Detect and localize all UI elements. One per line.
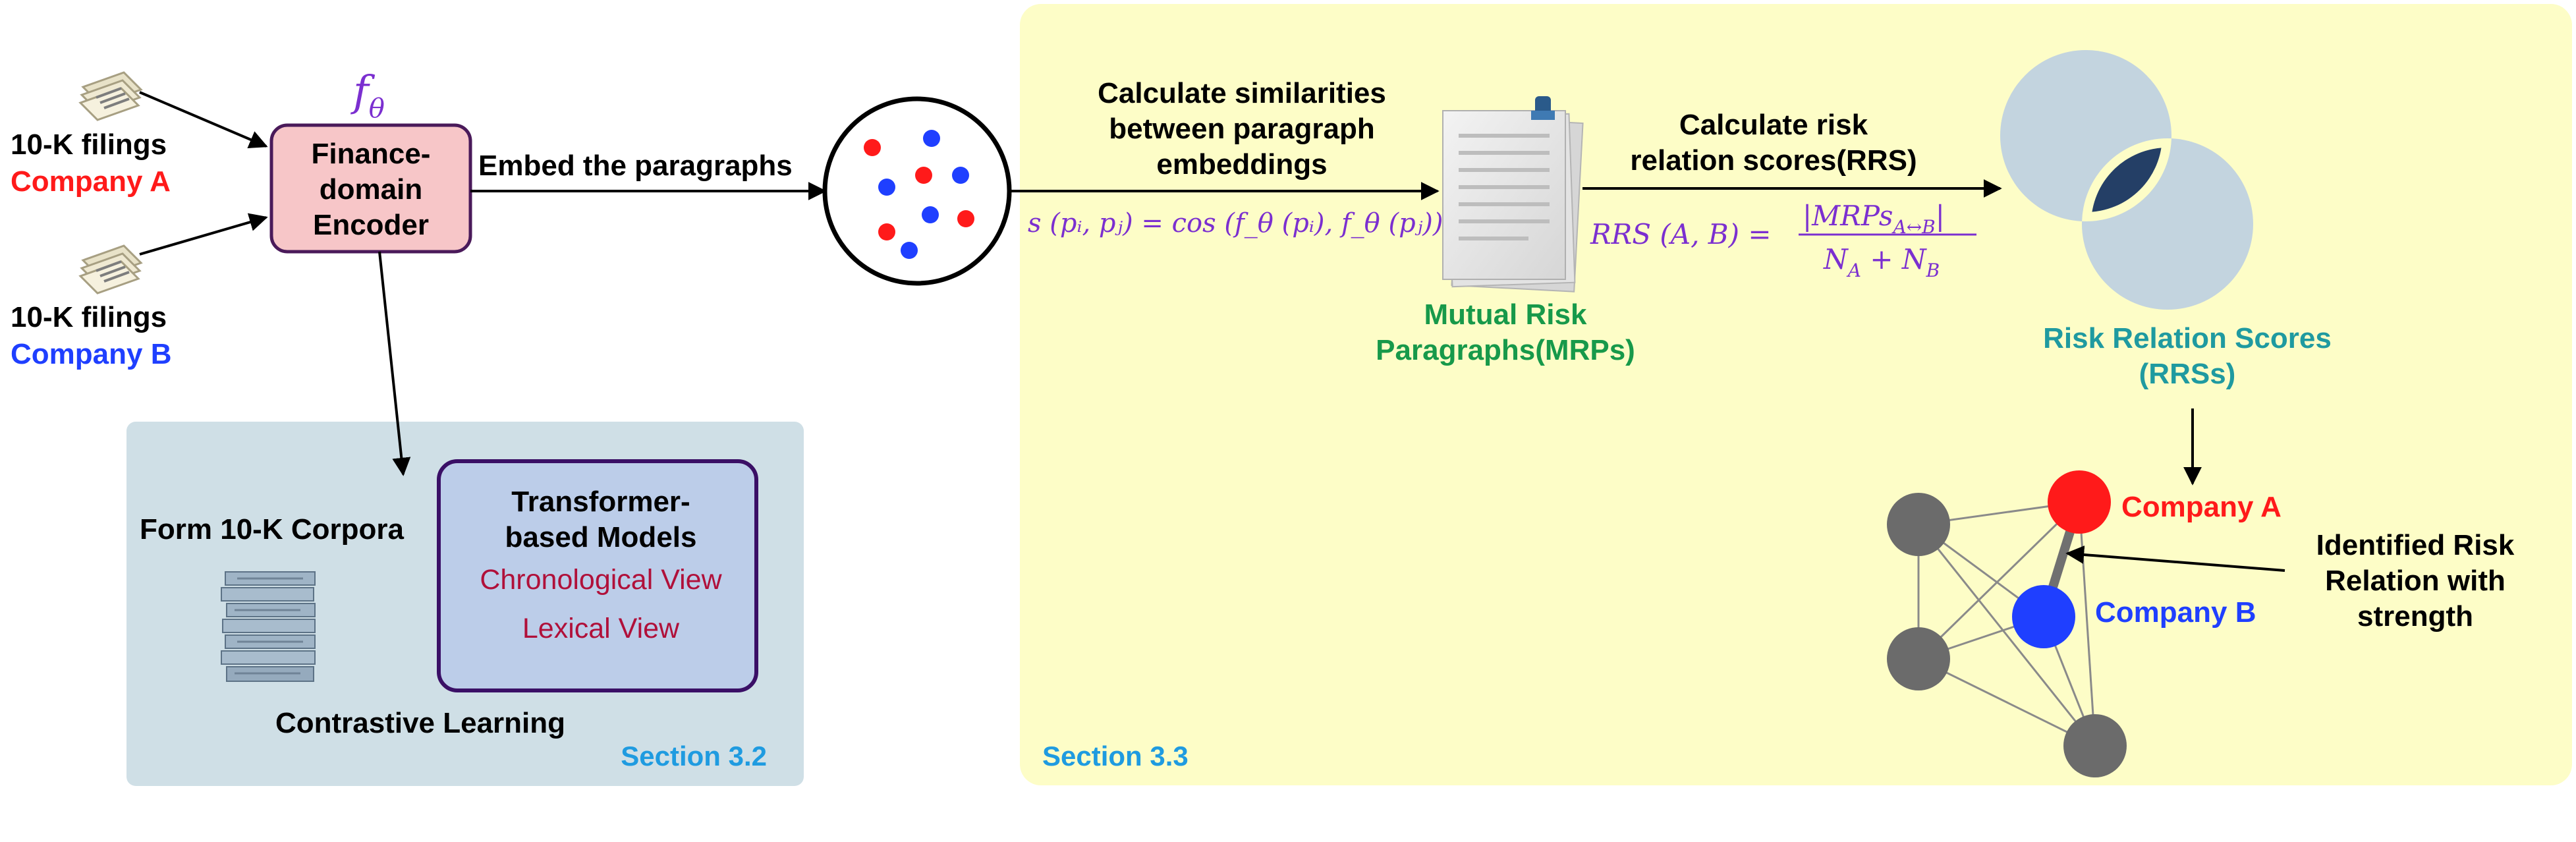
company-b-node	[2012, 585, 2075, 648]
chronological-view-label: Chronological View	[480, 564, 722, 596]
contrastive-learning-label: Contrastive Learning	[275, 707, 565, 739]
rrs-label-line-1: Risk Relation Scores	[2043, 322, 2332, 354]
lexical-view-label: Lexical View	[522, 613, 680, 644]
mrp-label-line-2: Paragraphs(MRPs)	[1376, 334, 1635, 366]
embedding-point-blue	[922, 206, 939, 223]
embedding-point-blue	[878, 179, 895, 196]
mrp-label-line-1: Mutual Risk	[1424, 298, 1587, 331]
section-33-link[interactable]: Section 3.3	[1042, 741, 1189, 772]
embed-paragraphs-label: Embed the paragraphs	[478, 150, 793, 182]
section-32-link[interactable]: Section 3.2	[621, 741, 767, 772]
svg-text:NA + NB: NA + NB	[1823, 243, 1940, 281]
company-a-node	[2048, 470, 2111, 534]
company-a-name-label: Company A	[11, 165, 171, 198]
similarity-formula: s (pᵢ, pⱼ) = cos (f_θ (pᵢ), f_θ (pⱼ))	[1028, 208, 1443, 239]
graph-company-b-label: Company B	[2095, 596, 2256, 629]
arrow-b-to-encoder	[139, 213, 268, 256]
encoder-label-line-3: Encoder	[313, 209, 429, 241]
arrow-a-to-encoder	[139, 91, 268, 148]
encoder-symbol: fθ	[350, 67, 385, 124]
finance-domain-encoder-box	[269, 123, 472, 254]
similarity-label-line-3: embeddings	[1156, 148, 1327, 181]
graph-node	[2063, 714, 2127, 777]
rrs-calc-label-line-2: relation scores(RRS)	[1630, 144, 1917, 177]
arrow-identified-to-edge	[2065, 546, 2285, 572]
embedding-point-blue	[952, 167, 969, 184]
embedding-point-blue	[923, 130, 940, 147]
graph-node	[1887, 493, 1950, 556]
similarity-label-line-2: between paragraph	[1109, 113, 1374, 145]
embedding-point-red	[864, 139, 881, 156]
embedding-point-red	[915, 167, 932, 184]
identified-label-line-1: Identified Risk	[2316, 529, 2515, 561]
company-b-filings-label: 10-K filings	[11, 301, 167, 333]
encoder-label-line-2: domain	[320, 173, 422, 206]
document-stack-icon-b	[78, 244, 143, 295]
rrs-label-line-2: (RRSs)	[2139, 358, 2236, 390]
similarity-label-line-1: Calculate similarities	[1098, 77, 1386, 109]
graph-company-a-label: Company A	[2121, 491, 2282, 523]
risk-relation-graph	[1887, 470, 2127, 777]
rrs-calc-label-line-1: Calculate risk	[1679, 109, 1868, 141]
models-title-line-1: Transformer-	[511, 486, 690, 518]
svg-text:RRS (A, B) =: RRS (A, B) =	[1590, 218, 1772, 250]
transformer-models-box	[437, 459, 758, 692]
mutual-risk-paragraphs-document-icon	[1442, 96, 1584, 293]
embedding-point-red	[878, 223, 895, 240]
embedding-point-blue	[901, 242, 918, 259]
identified-label-line-3: strength	[2357, 600, 2473, 632]
encoder-label-line-1: Finance-	[312, 138, 431, 170]
document-stack-icon-a	[78, 71, 143, 121]
risk-relation-venn-icon	[2000, 50, 2253, 310]
rrs-formula: RRS (A, B) = |MRPsA↔B| NA + NB	[1590, 200, 1976, 281]
embedding-space-circle	[822, 96, 1012, 286]
embedding-point-red	[957, 210, 974, 227]
graph-node	[1887, 627, 1950, 690]
arrow-encoder-to-corpora	[378, 251, 411, 476]
company-a-filings-label: 10-K filings	[11, 128, 167, 161]
models-title-line-2: based Models	[505, 521, 697, 553]
corpora-stack-icon	[221, 571, 316, 682]
corpora-label: Form 10-K Corpora	[140, 513, 404, 546]
identified-label-line-2: Relation with	[2325, 565, 2506, 597]
company-b-name-label: Company B	[11, 338, 171, 370]
